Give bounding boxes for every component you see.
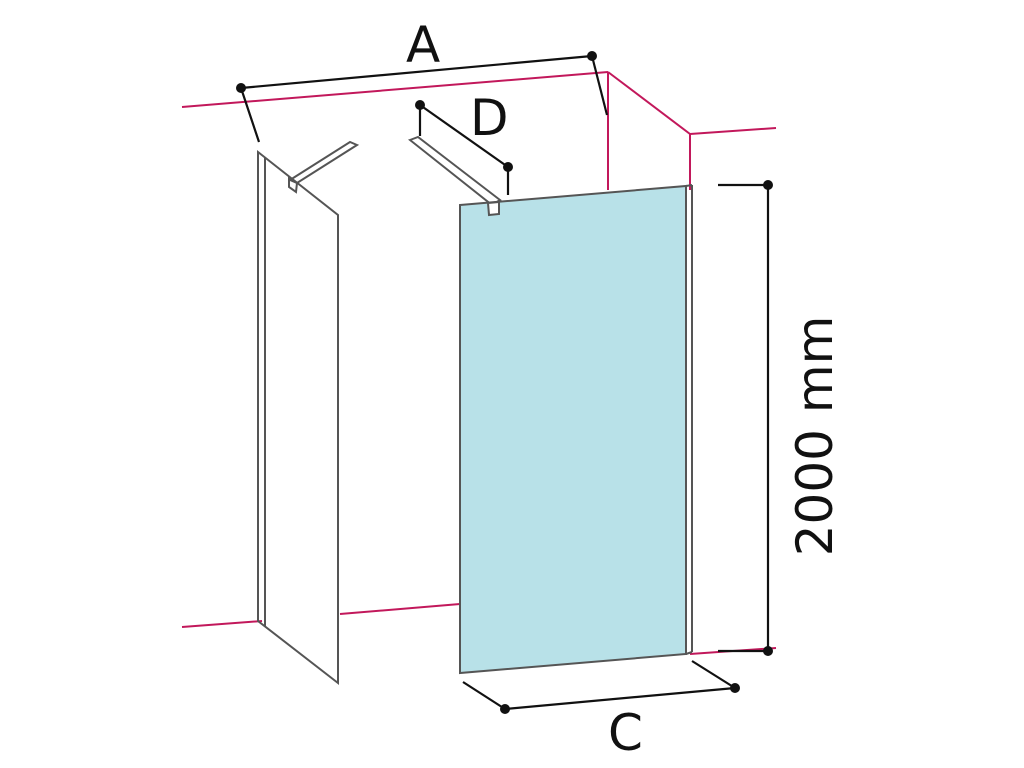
dimension-d-line — [419, 104, 509, 168]
dimension-a-line — [240, 54, 593, 90]
left-arm-bracket — [288, 176, 299, 194]
dimension-a-tick-right — [590, 55, 609, 116]
dimension-c-endpoint-right — [730, 683, 740, 693]
front-panel-bottom-thickness — [685, 651, 693, 655]
dimension-c-line — [504, 686, 736, 711]
ceiling-line-right — [689, 127, 777, 135]
ceiling-line-return — [607, 71, 691, 135]
dimension-a-endpoint-left — [236, 83, 246, 93]
front-panel-top-thickness — [685, 184, 693, 187]
dimension-c-endpoint-left — [500, 704, 510, 714]
dimension-height-endpoint-bottom — [763, 646, 773, 656]
dimension-height: 2000 mm — [718, 180, 844, 656]
ceiling-line-left — [181, 71, 609, 108]
front-support-arm — [407, 135, 502, 207]
dimension-a-label: A — [406, 16, 440, 74]
dimension-a-endpoint-right — [587, 51, 597, 61]
dimension-height-label: 2000 mm — [786, 316, 844, 557]
dimension-d-endpoint-left — [415, 100, 425, 110]
dimension-a-tick-left — [239, 87, 261, 143]
left-glass-panel — [257, 140, 360, 686]
front-arm-bracket — [486, 200, 500, 217]
dimension-a: A — [236, 16, 609, 143]
floor-line-middle — [339, 603, 461, 615]
wall-outline — [181, 71, 777, 655]
front-panel-glass — [459, 184, 687, 675]
dimension-height-endpoint-top — [763, 180, 773, 190]
dimension-c: C — [462, 660, 740, 762]
dimension-d: D — [415, 89, 513, 195]
dimension-c-label: C — [608, 704, 643, 762]
dimension-c-tick-right — [691, 660, 736, 689]
dimension-d-label: D — [470, 89, 509, 147]
front-glass-panel — [407, 135, 693, 675]
left-support-arm — [287, 140, 360, 185]
dimension-c-tick-left — [462, 681, 506, 710]
left-panel-outline — [257, 149, 339, 686]
dimension-d-endpoint-right — [503, 162, 513, 172]
floor-line-left — [181, 620, 263, 628]
